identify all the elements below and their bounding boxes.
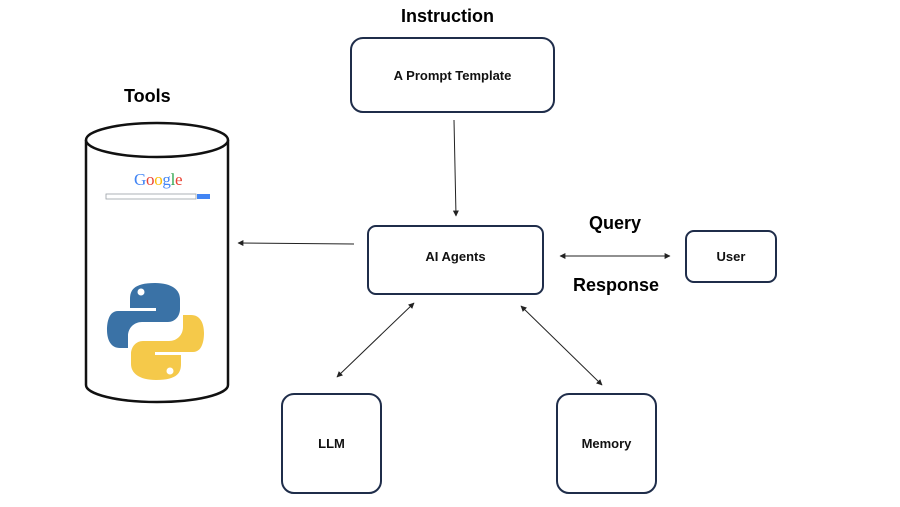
arrow-prompt-to-agents bbox=[452, 119, 459, 217]
prompt-template-label: A Prompt Template bbox=[393, 67, 512, 83]
user-label: User bbox=[716, 249, 746, 264]
ai-agents-label: AI Agents bbox=[425, 248, 486, 264]
prompt-template-box bbox=[350, 37, 555, 113]
llm-label: LLM bbox=[318, 436, 345, 451]
python-logo bbox=[107, 283, 204, 380]
user-box bbox=[685, 230, 777, 283]
instruction-label: Instruction bbox=[401, 6, 494, 26]
tools-label: Tools bbox=[124, 86, 171, 106]
memory-label: Memory bbox=[581, 436, 632, 451]
arrow-agents-to-tools bbox=[237, 240, 355, 247]
ai-agents-box bbox=[367, 225, 544, 295]
response-label: Response bbox=[573, 275, 660, 295]
query-label: Query bbox=[589, 213, 642, 233]
llm-box bbox=[281, 393, 382, 494]
arrow-agents-llm bbox=[336, 302, 415, 378]
google-search-bar bbox=[105, 193, 210, 200]
memory-box bbox=[556, 393, 657, 494]
arrow-agents-memory bbox=[520, 305, 603, 386]
google-logo: Google bbox=[134, 170, 183, 189]
